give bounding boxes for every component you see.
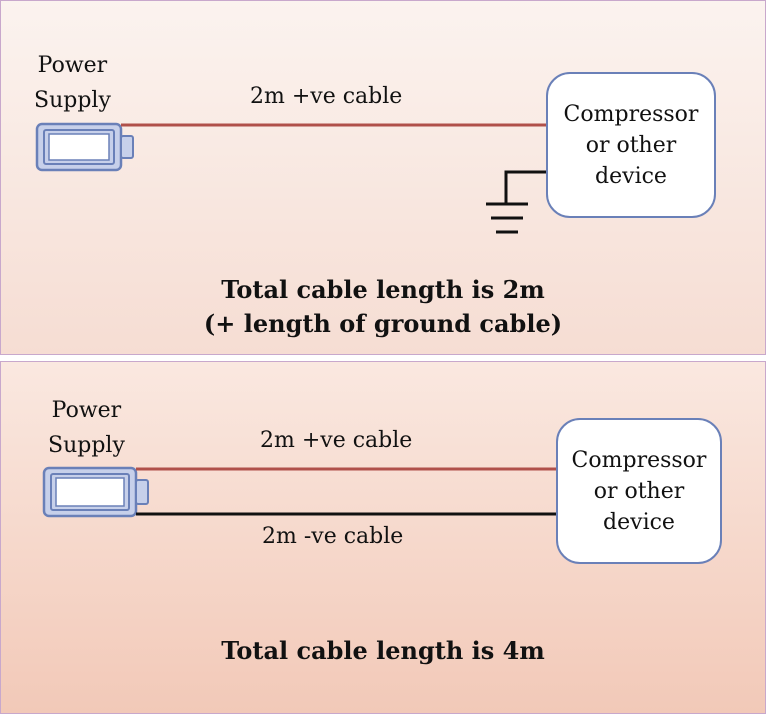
bottom-device-box: Compressor or other device [556,418,722,564]
top-power-supply-label: Power Supply [34,53,111,113]
top-caption-line1: Total cable length is 2m [221,275,545,304]
top-device-box: Compressor or other device [546,72,716,218]
bottom-device-label: Compressor or other device [571,447,707,535]
top-positive-cable-label: 2m +ve cable [250,84,403,109]
ground-symbol-icon [486,170,546,234]
bottom-caption: Total cable length is 4m [221,636,545,665]
bottom-negative-cable-label: 2m -ve cable [262,524,404,549]
bottom-power-supply-label: Power Supply [48,398,125,458]
bottom-positive-cable-label: 2m +ve cable [260,428,413,453]
top-caption-line2: (+ length of ground cable) [203,309,563,338]
top-device-label: Compressor or other device [563,101,699,189]
bottom-battery-icon [42,466,149,518]
top-battery-icon [35,122,134,172]
